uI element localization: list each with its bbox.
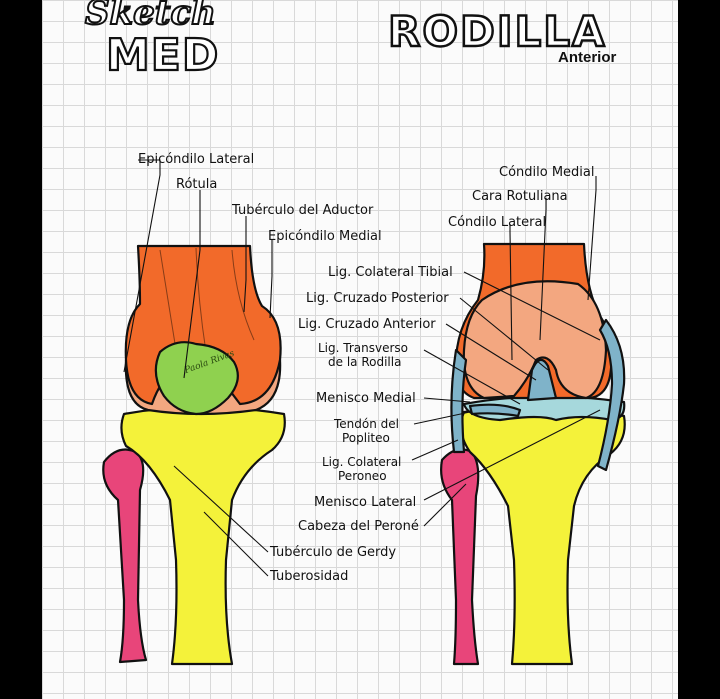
label-condilo-lateral: Cóndilo Lateral — [448, 215, 546, 230]
logo-line1: Sketch — [85, 0, 216, 33]
label-epicondilo-lateral: Epicóndilo Lateral — [138, 152, 254, 167]
label-tuberculo-aductor: Tubérculo del Aductor — [231, 203, 374, 218]
label-condilo-medial: Cóndilo Medial — [499, 165, 595, 180]
label-rotula: Rótula — [176, 177, 217, 192]
leader-lines — [123, 159, 601, 577]
tibia-right — [459, 405, 626, 666]
annotation-labels: Epicóndilo Lateral Rótula Tubérculo del … — [138, 152, 595, 584]
label-lig-cruzado-anterior: Lig. Cruzado Anterior — [298, 317, 436, 332]
left-knee-illustration: Paola Rivas — [102, 244, 286, 666]
label-cara-rotuliana: Cara Rotuliana — [472, 189, 568, 204]
label-cabeza-perone: Cabeza del Peroné — [298, 519, 419, 534]
patella — [154, 341, 239, 416]
label-lig-colateral-peroneo-2: Peroneo — [338, 469, 387, 483]
popliteus-tendon — [468, 403, 522, 418]
label-menisco-lateral: Menisco Lateral — [314, 495, 416, 510]
label-epicondilo-medial: Epicóndilo Medial — [268, 229, 382, 244]
label-lig-transverso-1: Lig. Transverso — [318, 341, 408, 355]
label-tendon-popliteo-2: Popliteo — [342, 431, 390, 445]
sketchmed-logo: Sketch MED — [84, 0, 219, 82]
label-tuberosidad: Tuberosidad — [269, 569, 348, 584]
page-subtitle: Anterior — [558, 49, 617, 66]
label-lig-colateral-peroneo-1: Lig. Colateral — [322, 455, 401, 469]
label-menisco-medial: Menisco Medial — [316, 391, 416, 406]
fibula-left — [102, 448, 148, 664]
label-lig-colateral-tibial: Lig. Colateral Tibial — [328, 265, 453, 280]
label-lig-cruzado-posterior: Lig. Cruzado Posterior — [306, 291, 449, 306]
medial-collateral-ligament — [596, 318, 626, 472]
label-tendon-popliteo-1: Tendón del — [333, 417, 399, 431]
patellar-surface — [462, 280, 608, 400]
page-title: RODILLA — [388, 7, 607, 56]
label-lig-transverso-2: de la Rodilla — [328, 355, 401, 369]
tibia-left — [120, 405, 286, 666]
right-knee-illustration — [440, 242, 626, 666]
logo-line2: MED — [106, 30, 219, 81]
label-tuberculo-gerdy: Tubérculo de Gerdy — [269, 545, 396, 560]
cruciate-ligaments — [526, 358, 558, 402]
